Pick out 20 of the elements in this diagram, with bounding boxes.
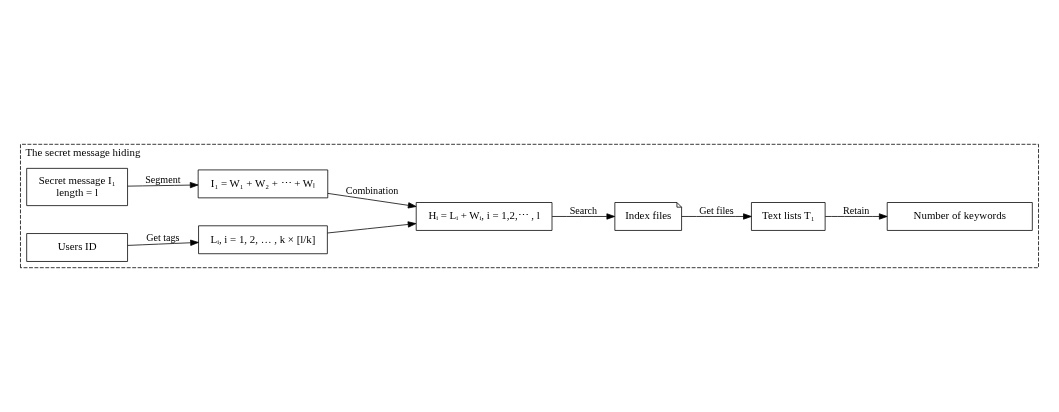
node-box: Secret message I₁ length = l xyxy=(26,168,128,206)
node-box: I₁ = W₁ + W₂ + ⋯ + Wₗ xyxy=(197,169,329,199)
arrow xyxy=(127,182,199,189)
edge-label: Get tags xyxy=(146,231,180,243)
arrow xyxy=(551,213,616,220)
edge-label: Retain xyxy=(843,204,870,216)
edge-label: Segment xyxy=(145,173,181,185)
edge-label: Get files xyxy=(699,204,734,216)
arrow xyxy=(824,213,888,220)
edge-label: Combination xyxy=(345,185,399,197)
node-box: Users ID xyxy=(26,233,128,262)
arrow xyxy=(327,193,417,209)
arrow xyxy=(127,239,199,246)
node-box: Hᵢ = Lᵢ + Wᵢ, i = 1,2,⋯ , l xyxy=(415,202,553,231)
node-box: Lᵢ, i = 1, 2, … , k × [l/k] xyxy=(198,225,328,255)
edge-label: Search xyxy=(569,204,598,216)
node-box: Number of keywords xyxy=(886,202,1033,231)
arrow xyxy=(681,213,752,220)
node-box: Text lists T₁ xyxy=(751,202,826,231)
arrow xyxy=(327,221,417,234)
